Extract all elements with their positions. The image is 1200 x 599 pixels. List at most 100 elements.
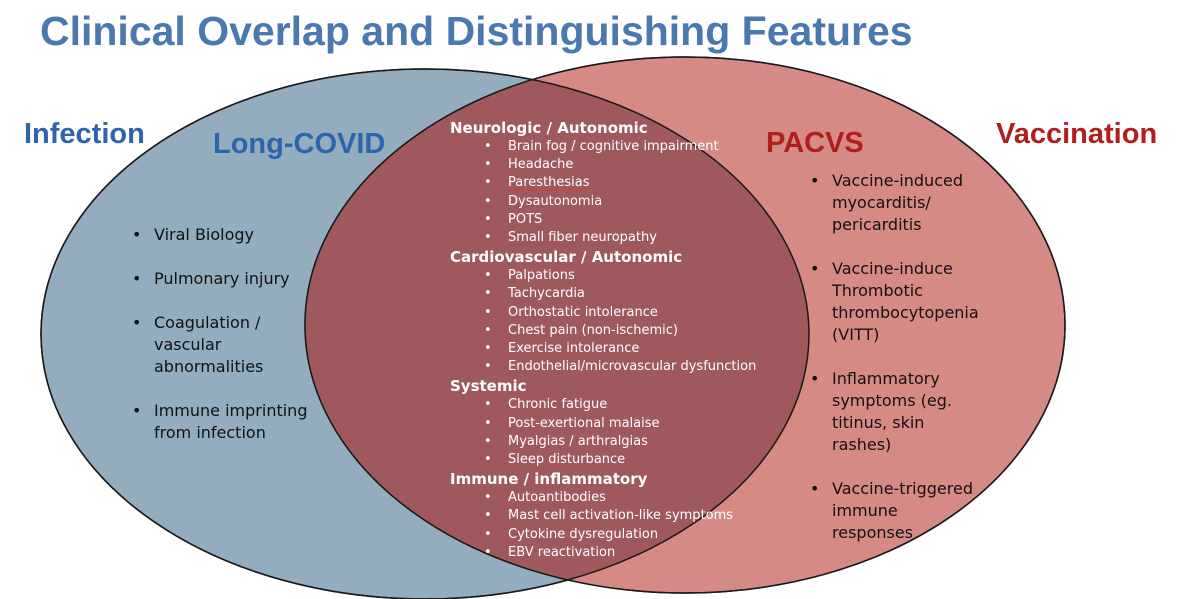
bullet-icon: • [810,479,820,498]
bullet-icon: • [484,193,492,209]
list-item-text: Headache [508,157,574,173]
list-item-text: Paresthesias [508,175,590,191]
bullet-icon: • [810,369,820,388]
bullet-icon: • [484,544,492,560]
list-item-text: Chronic fatigue [508,397,608,413]
list-item-text: Inflammatory symptoms (eg. titinus, skin… [832,369,952,454]
list-item: • Small fiber neuropathy [450,229,780,247]
bullet-icon: • [484,341,492,357]
list-item: • Orthostatic intolerance [450,304,780,322]
bullet-icon: • [484,526,492,542]
list-item: • EBV reactivation [450,544,780,562]
list-item: • Paresthesias [450,174,780,192]
bullet-icon: • [132,269,142,288]
bullet-icon: • [484,268,492,284]
infection-features-list: • Viral Biology • Pulmonary injury • Coagul… [130,224,310,466]
list-item-text: Orthostatic intolerance [508,304,658,320]
list-item: • Viral Biology [130,224,310,246]
page-title: Clinical Overlap and Distinguishing Feat… [40,8,913,54]
list-item: • Dysautonomia [450,193,780,211]
list-item-text: Immune imprinting from infection [154,401,308,442]
list-item: • Vaccine-induce Thrombotic thrombocytope… [808,258,998,346]
list-item: • Sleep disturbance [450,451,780,469]
overlap-features: Neurologic / Autonomic • Brain fog / cogn… [450,118,780,562]
list-item: • Tachycardia [450,285,780,303]
list-item: • Endothelial/microvascular dysfunction [450,358,780,376]
vaccination-features-list: • Vaccine-induced myocarditis/ pericardit… [808,170,998,566]
list-item-text: Tachycardia [508,286,585,302]
list-item-text: Cytokine dysregulation [508,526,659,542]
bullet-icon: • [484,397,492,413]
list-item-text: Pulmonary injury [154,269,290,288]
section-title: Cardiovascular / Autonomic [450,248,683,267]
list-item: • Autoantibodies [450,489,780,507]
list-item: • Inflammatory symptoms (eg. titinus, ski… [808,368,998,456]
list-item-text: Autoantibodies [508,490,606,506]
overlap-region [305,69,809,593]
list-item-text: EBV reactivation [508,544,616,560]
list-item-text: Small fiber neuropathy [508,230,657,246]
list-item: •Vaccine-triggered immune responses [808,478,998,544]
bullet-icon: • [484,359,492,375]
bullet-icon: • [484,415,492,431]
bullet-icon: • [132,401,142,420]
list-item: • Exercise intolerance [450,340,780,358]
bullet-icon: • [484,490,492,506]
list-item: • POTS [450,211,780,229]
bullet-icon: • [484,157,492,173]
list-item-text: Viral Biology [154,225,255,244]
list-item: •Chest pain (non-ischemic) [450,322,780,340]
list-item-text: Post-exertional malaise [508,415,660,431]
infection-label: Infection [24,118,145,150]
list-item: • Chronic fatigue [450,396,780,414]
list-item: • Vaccine-induced myocarditis/ pericardit… [808,170,998,236]
list-item-text: Sleep disturbance [508,452,626,468]
bullet-icon: • [484,452,492,468]
section-title: Neurologic / Autonomic [450,119,648,137]
bullet-icon: • [810,171,820,190]
long-covid-outline [40,68,810,599]
list-item: • Headache [450,156,780,174]
bullet-icon: • [484,433,492,449]
list-item: • Myalgias / arthralgias [450,433,780,451]
bullet-icon: • [484,304,492,320]
list-item: • Brain fog / cognitive impairment [450,138,780,156]
list-item-text: Vaccine-induce Thrombotic thrombocytopen… [832,259,979,344]
list-item-text: Brain fog / cognitive impairment [508,139,719,154]
vaccination-label: Vaccination [996,118,1158,150]
list-item-text: Myalgias / arthralgias [508,433,648,449]
bullet-icon: • [132,313,142,332]
pacvs-label: PACVS [766,127,864,159]
list-item: • Mast cell activation-like symptoms [450,507,780,525]
section-list: • Chronic fatigue • Post-exertional malais… [450,396,780,469]
list-item-text: Vaccine-induced myocarditis/ pericarditi… [832,171,963,234]
list-item: • Pulmonary injury [130,268,310,290]
list-item-text: Dysautonomia [508,193,603,209]
bullet-icon: • [484,211,492,227]
list-item: • Immune imprinting from infection [130,400,310,444]
section-title: Immune / inflammatory [450,470,648,489]
pacvs-outline [304,56,1066,594]
list-item-text: Exercise intolerance [508,341,640,357]
list-item-text: POTS [508,211,543,227]
list-item-text: Mast cell activation-like symptoms [508,508,734,524]
bullet-icon: • [484,508,492,524]
section-list: •Palpations • Tachycardia • Orthostatic in… [450,267,780,376]
bullet-icon: • [484,175,492,191]
bullet-icon: • [484,139,492,154]
bullet-icon: • [484,230,492,246]
bullet-icon: • [484,286,492,302]
list-item: • Cytokine dysregulation [450,526,780,544]
long-covid-label: Long-COVID [213,128,386,160]
bullet-icon: • [484,322,492,338]
list-item: • Post-exertional malaise [450,415,780,433]
list-item-text: Coagulation / vascular abnormalities [154,313,264,376]
list-item: • Coagulation / vascular abnormalities [130,312,310,378]
list-item: •Palpations [450,267,780,285]
section-list: • Autoantibodies • Mast cell activation-li… [450,489,780,562]
section-title: Systemic [450,377,527,396]
bullet-icon: • [132,225,142,244]
bullet-icon: • [810,259,820,278]
list-item-text: Endothelial/microvascular dysfunction [508,359,757,375]
